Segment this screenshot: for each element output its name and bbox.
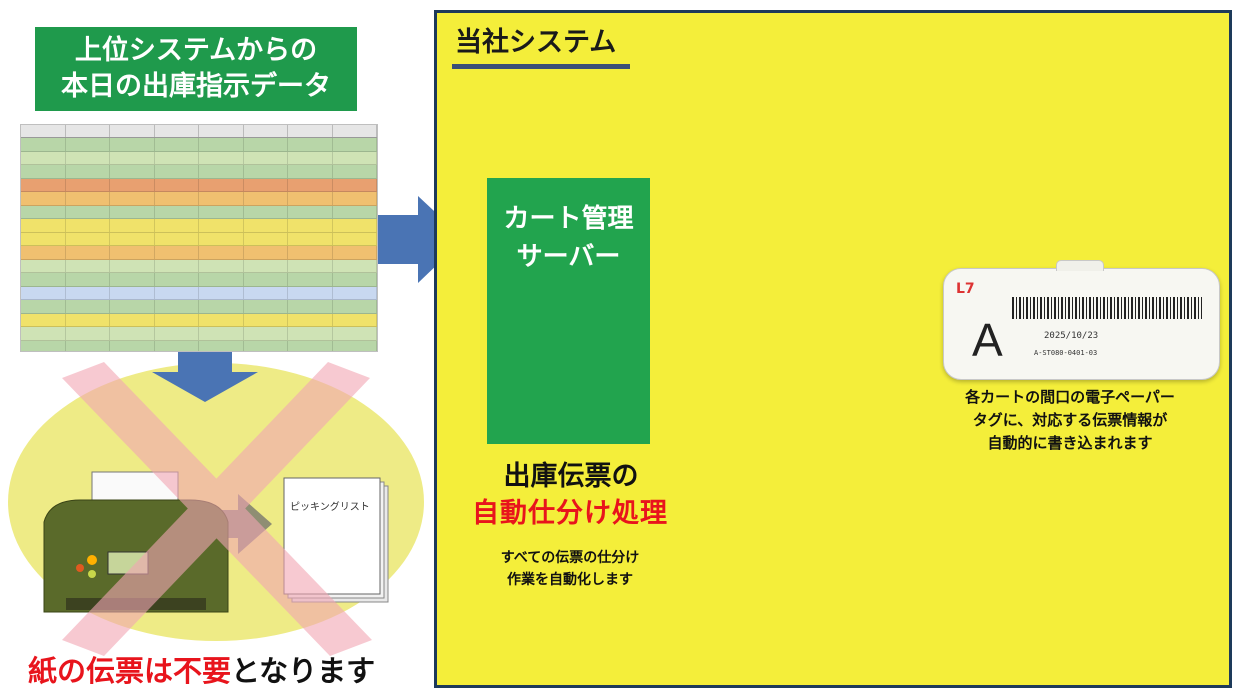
sheet-row bbox=[21, 205, 377, 219]
sheet-row bbox=[21, 286, 377, 300]
process-description: すべての伝票の仕分け 作業を自動化します bbox=[450, 547, 690, 591]
sheet-row bbox=[21, 192, 377, 206]
sheet-row bbox=[21, 259, 377, 273]
paper-unneeded-note: 紙の伝票は不要となります bbox=[28, 648, 375, 690]
server-label: カート管理 サーバー bbox=[487, 200, 650, 276]
process-desc-line1: すべての伝票の仕分け bbox=[500, 550, 640, 566]
sheet-row bbox=[21, 232, 377, 246]
sheet-row bbox=[21, 340, 377, 351]
tag-desc-line3: 自動的に書き込まれます bbox=[987, 434, 1153, 452]
source-title-line1: 上位システムからの bbox=[74, 35, 318, 66]
process-title-line1: 出庫伝票の bbox=[503, 461, 639, 492]
down-arrow bbox=[152, 352, 258, 402]
tag-description: 各カートの間口の電子ペーパー タグに、対応する伝票情報が 自動的に書き込まれます bbox=[930, 386, 1210, 455]
picking-list-label: ピッキングリスト bbox=[290, 502, 370, 513]
cross-out-icon bbox=[62, 362, 372, 656]
e-paper-tag-icon: L7 A 2025/10/23 A-ST080-0401-03 bbox=[943, 260, 1220, 380]
tag-logo-icon: L7 bbox=[956, 281, 975, 297]
input-arrow bbox=[378, 196, 464, 283]
note-red-text: 紙の伝票は不要 bbox=[28, 654, 232, 688]
sheet-row bbox=[21, 219, 377, 233]
cart-management-server-box bbox=[487, 178, 650, 444]
process-desc-line2: 作業を自動化します bbox=[507, 572, 633, 588]
source-data-title: 上位システムからの 本日の出庫指示データ bbox=[35, 27, 357, 111]
server-label-line1: カート管理 bbox=[503, 204, 634, 234]
tag-code: A-ST080-0401-03 bbox=[1034, 349, 1098, 357]
sheet-row bbox=[21, 273, 377, 287]
tag-barcode bbox=[1012, 297, 1202, 319]
tag-letter: A bbox=[972, 314, 1003, 366]
tag-hanger bbox=[1056, 260, 1104, 271]
sheet-rows bbox=[21, 138, 377, 351]
source-title-line2: 本日の出庫指示データ bbox=[61, 71, 331, 102]
sheet-header-row bbox=[21, 125, 377, 138]
sheet-row bbox=[21, 300, 377, 314]
system-title-underline bbox=[452, 64, 630, 69]
sheet-row bbox=[21, 151, 377, 165]
note-black-text: となります bbox=[231, 654, 376, 688]
sheet-row bbox=[21, 313, 377, 327]
sheet-row bbox=[21, 138, 377, 152]
sheet-row bbox=[21, 178, 377, 192]
sheet-row bbox=[21, 246, 377, 260]
tag-desc-line1: 各カートの間口の電子ペーパー bbox=[965, 388, 1175, 406]
instruction-spreadsheet bbox=[20, 124, 378, 352]
sheet-row bbox=[21, 165, 377, 179]
tag-date: 2025/10/23 bbox=[1044, 331, 1099, 341]
tag-desc-line2: タグに、対応する伝票情報が bbox=[972, 411, 1168, 429]
server-label-line2: サーバー bbox=[516, 242, 621, 272]
sheet-row bbox=[21, 327, 377, 341]
system-title: 当社システム bbox=[455, 27, 617, 58]
picking-list-icon bbox=[283, 477, 389, 603]
process-title-line2: 自動仕分け処理 bbox=[472, 498, 668, 529]
